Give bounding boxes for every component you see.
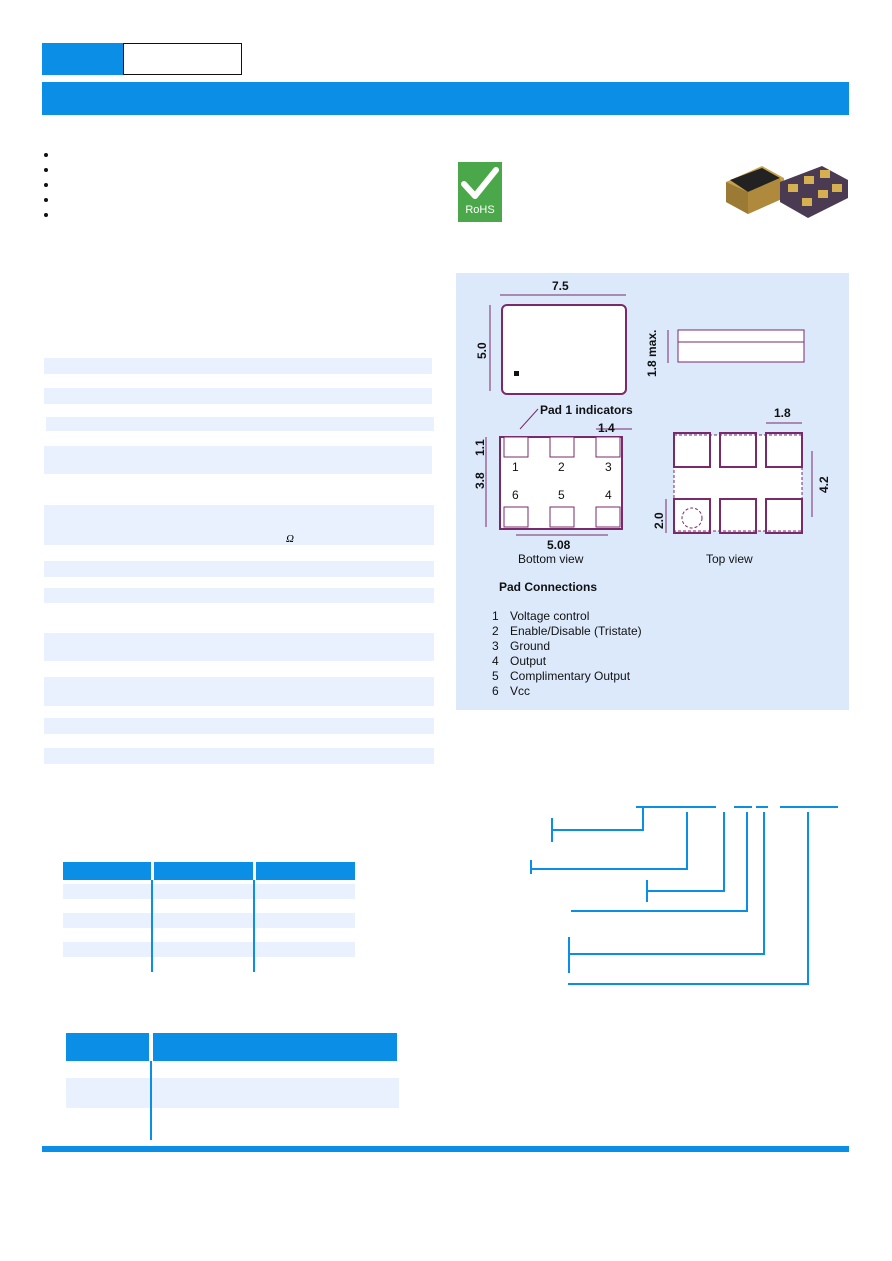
- spec-row-9: [44, 677, 434, 706]
- pad-number-5: 5: [558, 488, 565, 502]
- feature-bullet-5: [44, 213, 48, 217]
- pad-number-2: 2: [558, 460, 565, 474]
- dim-pitch-v: 3.8: [473, 472, 487, 489]
- pad-conn-name-3: Ground: [510, 639, 550, 653]
- pad-conn-num-4: 4: [492, 654, 499, 668]
- side-view-body: [677, 329, 805, 343]
- dim-top-pitch: 4.2: [817, 476, 831, 493]
- freq-table-row-2: [63, 913, 355, 928]
- pad-conn-name-5: Complimentary Output: [510, 669, 631, 683]
- pad-number-3: 3: [605, 460, 612, 474]
- pad-number-4: 4: [605, 488, 612, 502]
- spec-row-7: [44, 588, 434, 603]
- spec-row-1: [44, 358, 432, 374]
- top-view-label: Top view: [706, 552, 753, 566]
- pad-conn-num-2: 2: [492, 624, 499, 638]
- pad1-dot: [514, 371, 519, 376]
- pad-conn-num-6: 6: [492, 684, 499, 698]
- checkmark-icon: [461, 167, 499, 199]
- footer-bar: [42, 1146, 849, 1152]
- rohs-badge: RoHS: [458, 162, 502, 222]
- option-table-row-1: [66, 1078, 399, 1108]
- pad1-label: Pad 1 indicators: [540, 403, 633, 417]
- pad-conn-num-5: 5: [492, 669, 499, 683]
- package-outline: [501, 304, 627, 395]
- dim-top-pad-h: 2.0: [652, 512, 666, 529]
- omega-symbol: Ω: [286, 533, 294, 545]
- pad-conn-name-2: Enable/Disable (Tristate): [510, 624, 642, 638]
- spec-row-5: [44, 505, 434, 545]
- spec-row-2: [44, 388, 432, 404]
- header-tab-outline: [123, 43, 242, 75]
- dim-height: 5.0: [475, 342, 489, 359]
- feature-bullet-4: [44, 198, 48, 202]
- spec-row-6: [44, 561, 434, 577]
- freq-table-row-1: [63, 884, 355, 899]
- option-table-header-col-2: [153, 1033, 397, 1061]
- freq-table-row-3: [63, 942, 355, 957]
- pad-conn-num-1: 1: [492, 609, 499, 623]
- dim-pad-height: 1.1: [473, 439, 487, 456]
- feature-bullet-1: [44, 153, 48, 157]
- feature-bullet-3: [44, 183, 48, 187]
- spec-row-4: [44, 446, 432, 474]
- dim-pad-gap: 1.4: [598, 421, 615, 435]
- spec-row-10: [44, 718, 434, 734]
- freq-table-header-col-3: [256, 862, 355, 880]
- dim-width: 7.5: [552, 279, 569, 293]
- spec-row-8: [44, 633, 434, 661]
- feature-bullet-2: [44, 168, 48, 172]
- pad-conn-name-6: Vcc: [510, 684, 530, 698]
- dim-top-pad: 1.8: [774, 406, 791, 420]
- spec-row-3: [46, 417, 434, 431]
- pad-conn-num-3: 3: [492, 639, 499, 653]
- oscillator-top-image: [726, 166, 784, 214]
- oscillator-bottom-image: [780, 166, 848, 218]
- bottom-view-label: Bottom view: [518, 552, 584, 566]
- side-view-base: [677, 341, 805, 363]
- freq-table-header-col-1: [63, 862, 151, 880]
- rohs-label: RoHS: [465, 204, 495, 216]
- option-table-header-col-1: [66, 1033, 149, 1061]
- spec-row-11: [44, 748, 434, 764]
- freq-table-header-col-2: [154, 862, 253, 880]
- dim-pitch-h: 5.08: [547, 538, 571, 552]
- dim-thickness: 1.8 max.: [645, 330, 659, 377]
- pad-connections-title: Pad Connections: [499, 580, 597, 594]
- title-bar: [42, 82, 849, 115]
- pad-conn-name-4: Output: [510, 654, 547, 668]
- mechanical-drawing-panel: 7.5 5.0 1.8 max. Pad 1 indicators 1 2 3 …: [456, 273, 849, 710]
- product-photo: [726, 166, 848, 218]
- header-tab-filled: [42, 43, 124, 75]
- pad-number-6: 6: [512, 488, 519, 502]
- dimension-drawing: 7.5 5.0 1.8 max. Pad 1 indicators 1 2 3 …: [473, 279, 831, 698]
- top-view-outline: [673, 434, 803, 532]
- pad-conn-name-1: Voltage control: [510, 609, 589, 623]
- pad-number-1: 1: [512, 460, 519, 474]
